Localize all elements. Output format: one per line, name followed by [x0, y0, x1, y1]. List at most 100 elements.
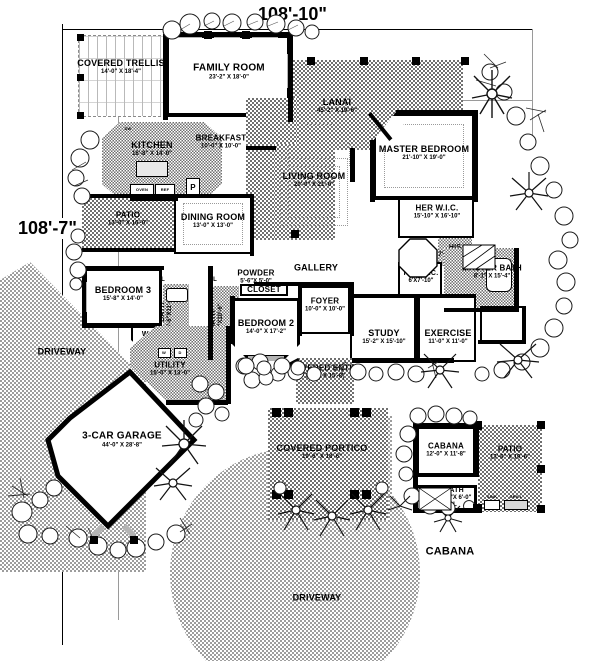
exterior-wall-left-family	[163, 34, 168, 120]
landscape-cabana-surround	[387, 405, 486, 536]
dining-room-ceiling-outline	[183, 203, 243, 245]
patio-right-post-br	[537, 505, 545, 513]
wall-corridor-vertical	[208, 266, 213, 360]
bath-3-tub	[166, 288, 188, 302]
wall-master-bed-left	[370, 140, 375, 202]
room-exercise	[418, 296, 476, 362]
room-bedroom-3	[84, 268, 162, 326]
portico-post-br	[350, 490, 359, 499]
room-patio-left	[82, 196, 174, 250]
landscape-palm-mid-right	[506, 170, 552, 216]
patio-grill-counter	[504, 500, 528, 510]
wall-her-wic-top	[396, 196, 478, 200]
label-gallery: GALLERY	[293, 262, 339, 273]
wall-bedroom3-left	[82, 266, 86, 328]
room-living-room-inner	[288, 166, 340, 218]
trellis-slats	[79, 36, 165, 116]
landscape-palm-upper-right	[466, 68, 518, 120]
garage-outline	[45, 368, 198, 530]
landscape-group-garage-left	[6, 470, 76, 550]
wall-foyer-right	[350, 286, 354, 336]
room-patio-right	[478, 425, 542, 512]
lanai-post-1	[307, 57, 315, 65]
room-covered-portico	[268, 408, 388, 520]
patio-right-post-tr	[537, 421, 545, 429]
wall-cabana-post-br	[473, 504, 482, 513]
landscape-group-left-bedroom3	[62, 228, 92, 291]
wall-master-bed-right	[473, 110, 478, 202]
room-garage	[42, 368, 198, 530]
wall-cabana-post-tr	[473, 421, 482, 430]
wall-study-right	[414, 296, 418, 362]
master-bath-shower-detail	[462, 244, 496, 270]
landscape-group-left-kitchen	[62, 130, 108, 210]
landscape-palm-lower-right	[494, 336, 542, 384]
wall-exercise-bottom	[418, 358, 454, 363]
landscape-group-right-upper	[470, 53, 580, 258]
wall-dining-right	[250, 194, 254, 256]
room-covered-entry	[296, 358, 354, 404]
wall-patio-left-bottom	[82, 248, 176, 252]
landscape-palm-garage-right-2	[150, 460, 196, 506]
portico-post-br2	[362, 490, 371, 499]
exterior-wall-right-family	[288, 34, 293, 122]
utility-dryer	[174, 348, 187, 358]
lanai-edge-wall	[246, 146, 276, 150]
wall-utility-bottom	[166, 400, 228, 405]
cabana-bath-fixture-detail	[418, 487, 452, 511]
caption-cabana: CABANA	[425, 545, 475, 558]
lanai-post-3	[412, 57, 420, 65]
lanai-lower	[275, 144, 335, 240]
wall-cabana-left	[413, 425, 418, 513]
wall-hers-right	[522, 306, 526, 344]
trellis-post-ml	[77, 74, 84, 81]
patio-right-post-ml	[537, 465, 545, 473]
trellis-post-bl	[77, 112, 84, 119]
room-study	[350, 296, 418, 362]
wall-master-bath-bottom	[444, 308, 516, 312]
wall-bedroom3-bottom	[82, 324, 136, 328]
garage-post-left	[90, 536, 98, 544]
portico-post-tr2	[362, 408, 371, 417]
room-her-wic	[398, 196, 474, 238]
patio-sink-counter	[484, 500, 500, 510]
landscape-utility-right	[186, 372, 246, 430]
lanai-post-5	[291, 230, 299, 238]
kitchen-island	[136, 161, 168, 177]
wall-bedroom3-top	[82, 266, 164, 270]
room-living-room-outline	[280, 158, 348, 226]
portico-post-bl	[272, 490, 281, 499]
landscape-group-top	[160, 10, 320, 40]
wall-patio-left-top	[82, 194, 176, 198]
landscape-palm-garage-right	[158, 418, 210, 470]
wall-master-bed-top	[396, 110, 478, 115]
landscape-portico-planting	[272, 481, 390, 548]
lanai-post-2	[360, 57, 368, 65]
wall-cabana-right	[474, 425, 479, 477]
wall-bedroom2-left	[230, 296, 235, 344]
wall-kitchen-bottom	[130, 196, 178, 201]
portico-post-tl2	[284, 408, 293, 417]
wall-cabana-top	[413, 423, 479, 428]
room-bedroom-2	[232, 298, 300, 358]
wall-study-bottom	[352, 358, 418, 363]
landscape-palm-study	[418, 348, 462, 392]
trellis-post-tl	[77, 34, 84, 41]
wall-hers-bottom	[478, 340, 526, 344]
wall-master-bath-right	[514, 248, 519, 312]
wall-utility-right	[226, 326, 231, 404]
portico-post-bl2	[284, 490, 293, 499]
wall-gallery-bottom	[254, 282, 354, 286]
landscape-bedroom2-bottom	[236, 352, 306, 378]
her-wic-vanity-octagon	[398, 238, 438, 278]
wall-breakfast-right	[350, 148, 355, 182]
wall-dining-top	[174, 194, 254, 198]
master-bedroom-ceiling-outline	[384, 124, 464, 188]
utility-washer	[158, 348, 171, 358]
appliance-tag-linen-2: L	[213, 277, 217, 283]
garage-post-right	[130, 536, 138, 544]
room-foyer	[300, 286, 350, 334]
lanai-post-4	[461, 57, 469, 65]
portico-post-tr	[350, 408, 359, 417]
